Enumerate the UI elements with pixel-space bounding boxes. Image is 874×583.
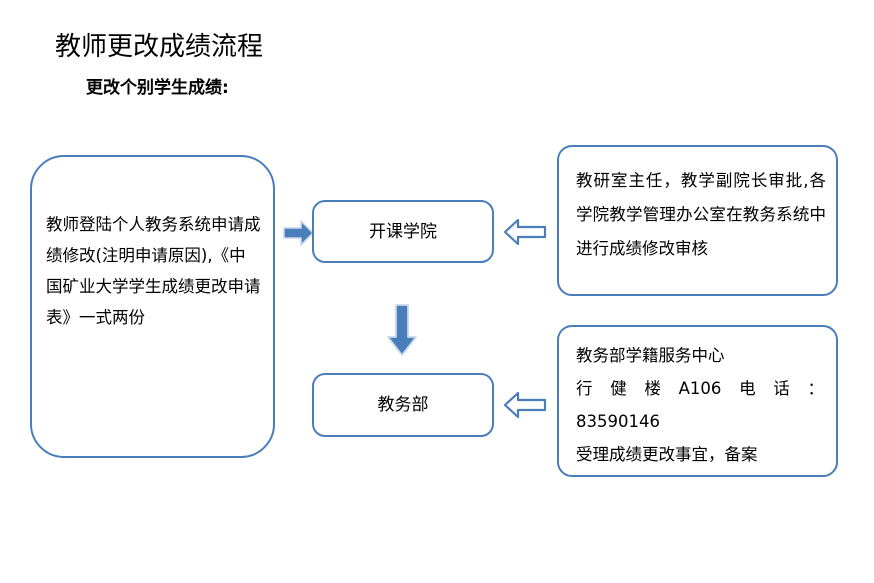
node-college-detail-label: 教研室主任，教学副院长审批,各学院教学管理办公室在教务系统中进行成绩修改审核 <box>576 171 826 258</box>
node-college-detail[interactable]: 教研室主任，教学副院长审批,各学院教学管理办公室在教务系统中进行成绩修改审核 <box>557 145 838 296</box>
node-academic-affairs-label: 教务部 <box>377 395 429 415</box>
affairs-detail-phone: 83590146 <box>576 412 660 431</box>
node-affairs-detail[interactable]: 教务部学籍服务中心 行 健 楼 A106 电 话 ： 83590146 受理成绩… <box>557 325 838 477</box>
affairs-detail-line2-char-4: 电 <box>739 379 756 398</box>
affairs-detail-room-number: A106 <box>678 379 722 398</box>
node-teacher-apply-label: 教师登陆个人教务系统申请成绩修改(注明申请原因),《中国矿业大学学生成绩更改申请… <box>46 215 261 327</box>
node-academic-affairs[interactable]: 教务部 <box>312 373 494 437</box>
affairs-detail-line-1: 教务部学籍服务中心 <box>576 346 725 365</box>
affairs-detail-line-2: 行 健 楼 A106 电 话 ： <box>576 372 824 405</box>
node-affairs-detail-label: 教务部学籍服务中心 行 健 楼 A106 电 话 ： 83590146 受理成绩… <box>576 339 824 471</box>
affairs-detail-line2-char-3: 楼 <box>644 379 661 398</box>
affairs-detail-line-4: 受理成绩更改事宜，备案 <box>576 445 758 464</box>
node-teacher-apply[interactable]: 教师登陆个人教务系统申请成绩修改(注明申请原因),《中国矿业大学学生成绩更改申请… <box>30 155 275 458</box>
arrow-affairs-detail-to-affairs <box>503 390 547 420</box>
node-college-label: 开课学院 <box>369 221 437 242</box>
page-subtitle: 更改个别学生成绩: <box>86 78 229 98</box>
affairs-detail-line2-char-1: 行 <box>576 379 593 398</box>
page-title: 教师更改成绩流程 <box>55 32 264 62</box>
affairs-detail-line2-char-6: ： <box>807 379 825 398</box>
arrow-college-to-affairs <box>385 303 419 359</box>
arrow-apply-to-college <box>283 219 315 247</box>
affairs-detail-line2-char-5: 话 <box>773 379 790 398</box>
arrow-college-detail-to-college <box>503 217 547 247</box>
node-college[interactable]: 开课学院 <box>312 200 494 263</box>
affairs-detail-line2-char-2: 健 <box>610 379 627 398</box>
